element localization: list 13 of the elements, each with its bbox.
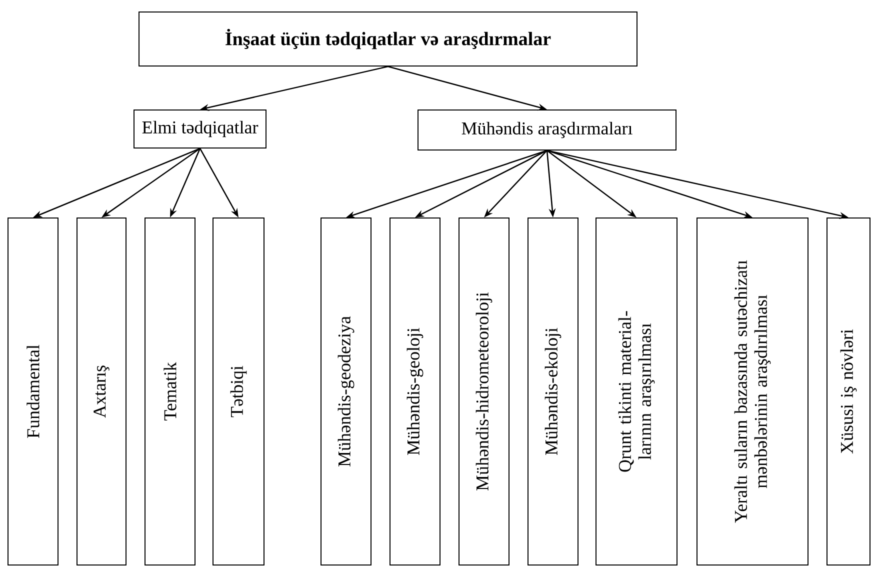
item-box: Xüsusi iş növləri bbox=[826, 218, 870, 566]
title-box: İnşaat üçün tədqiqatlar və araşdırmalar bbox=[138, 12, 638, 66]
item-box: Axtarış bbox=[76, 218, 126, 566]
item-box: Fundamental bbox=[8, 218, 58, 566]
item-box: Mühəndis-geodeziya bbox=[320, 218, 372, 566]
item-box: Mühəndis-ekoloji bbox=[528, 218, 578, 566]
item-box: Tətbiqi bbox=[212, 218, 264, 566]
category-box: Mühəndis araşdırmaları bbox=[418, 110, 676, 150]
item-box: Qrunt tikinti material- larının araşırılması bbox=[596, 218, 678, 566]
category-box: Elmi tədqiqatlar bbox=[134, 110, 266, 148]
item-box: Mühəndis-geoloji bbox=[390, 218, 440, 566]
item-box: Mühəndis-hidrometeoroloji bbox=[458, 218, 510, 566]
item-box: Tematik bbox=[144, 218, 196, 566]
